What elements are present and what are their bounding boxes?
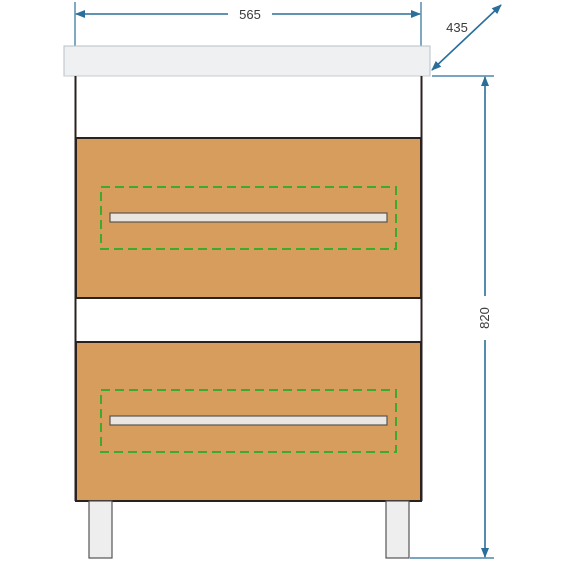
right-leg <box>385 500 410 559</box>
depth-dimension-line <box>431 4 502 71</box>
legs <box>88 500 410 559</box>
height-dimension: 820 <box>410 75 494 559</box>
left-leg <box>88 500 113 559</box>
upper-drawer <box>75 137 422 299</box>
depth-dimension: 435 <box>431 4 502 71</box>
depth-label: 435 <box>446 20 468 35</box>
upper-drawer-handle <box>109 212 388 223</box>
upper-handle-zone <box>100 186 397 250</box>
lower-drawer-handle <box>109 415 388 426</box>
lower-handle-zone <box>100 389 397 453</box>
height-label: 820 <box>477 307 492 329</box>
lower-drawer <box>75 341 422 502</box>
width-label: 565 <box>239 7 261 22</box>
width-dimension: 565 <box>74 2 422 70</box>
countertop <box>63 45 431 77</box>
countertop-slab <box>63 45 431 77</box>
